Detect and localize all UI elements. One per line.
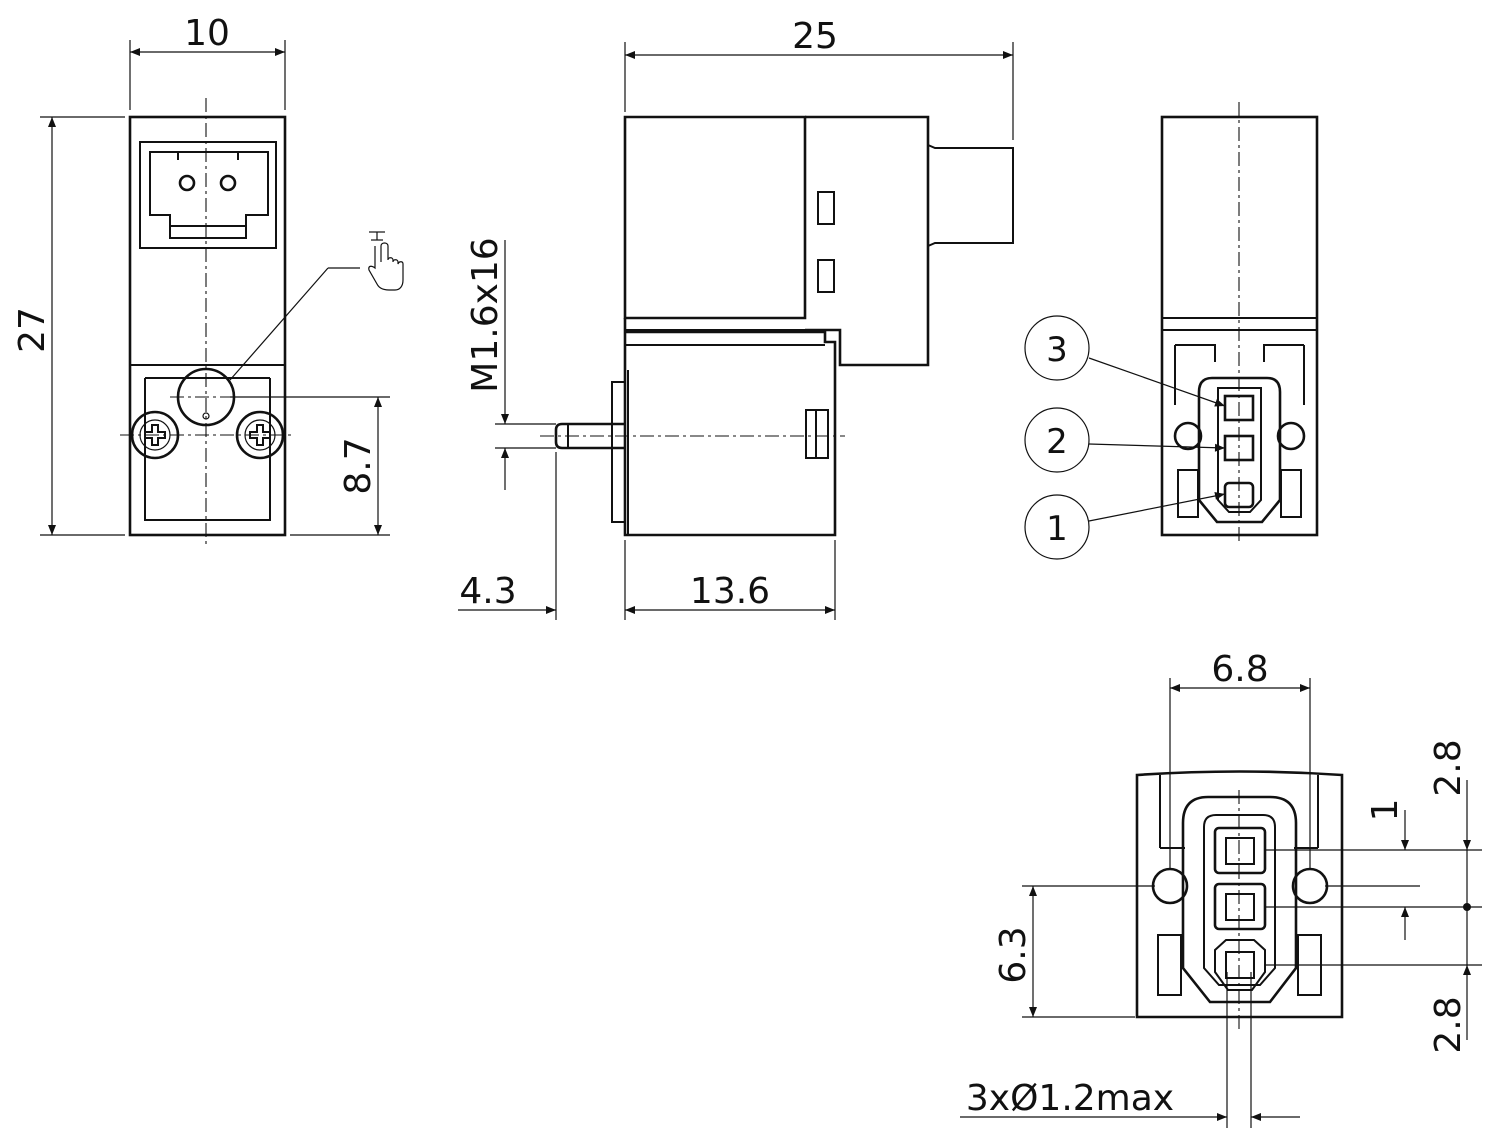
dim-width-front: 10 bbox=[184, 13, 230, 54]
balloon-3: 3 bbox=[1046, 330, 1068, 370]
dim-pin-diameter: 3xØ1.2max bbox=[966, 1078, 1174, 1119]
side-view: M1.6x16 25 4.3 13.6 bbox=[458, 16, 1014, 620]
hand-pointer-icon bbox=[368, 231, 404, 291]
dim-pin-offset-bottom: 2.8 bbox=[1428, 996, 1469, 1053]
bottom-view: 3 2 1 bbox=[1024, 102, 1319, 560]
dim-overall-length: 25 bbox=[792, 16, 838, 57]
front-view: 10 27 8.7 bbox=[12, 13, 404, 545]
detail-view: 6.8 1 2.8 2.8 6.3 3xØ1.2max bbox=[960, 649, 1482, 1128]
dim-pin-offset-top: 2.8 bbox=[1428, 739, 1469, 796]
balloon-2: 2 bbox=[1046, 422, 1068, 462]
dim-pin-pitch: 1 bbox=[1365, 799, 1406, 822]
dim-mount-height: 6.3 bbox=[993, 926, 1034, 983]
dim-port-height: 8.7 bbox=[338, 437, 379, 494]
balloon-1: 1 bbox=[1046, 509, 1068, 549]
dim-height-front: 27 bbox=[12, 307, 53, 353]
thread-spec: M1.6x16 bbox=[465, 237, 506, 392]
dim-body-length: 13.6 bbox=[690, 571, 770, 612]
dim-spigot-length: 4.3 bbox=[459, 571, 516, 612]
dim-pin-span: 6.8 bbox=[1211, 649, 1268, 690]
